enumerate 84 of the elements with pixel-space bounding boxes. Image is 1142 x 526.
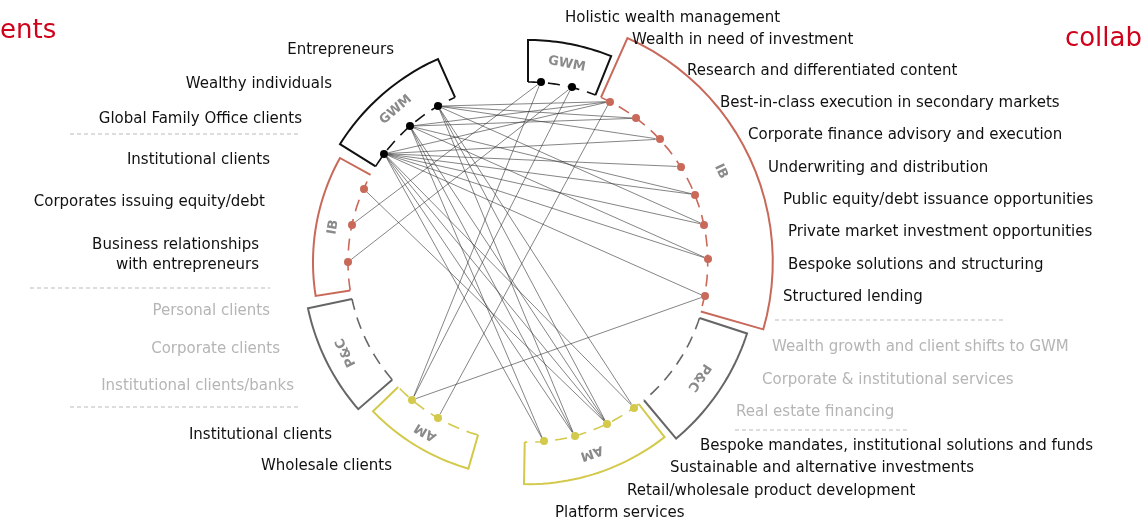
- item-label: Institutional clients: [188, 425, 332, 445]
- node-dot: [539, 437, 548, 446]
- item-label: Bespoke mandates, institutional solutions and funds: [700, 436, 1094, 456]
- connector-line: [387, 102, 607, 154]
- connector-line: [441, 107, 701, 224]
- connector-line: [387, 153, 677, 167]
- note-text: Wealth growth and client shifts to GWM: [772, 337, 1069, 357]
- node-dot: [434, 413, 442, 422]
- connector-line: [386, 156, 632, 406]
- connector-line: [413, 126, 692, 194]
- connector-line: [354, 84, 538, 223]
- item-label: Wealthy individuals: [185, 74, 332, 94]
- node-dot: [567, 83, 576, 92]
- node-dot: [380, 149, 389, 158]
- item-label: Institutional clients: [126, 150, 270, 170]
- connector-line: [411, 129, 573, 433]
- item-label: Platform services: [555, 503, 685, 523]
- item-label: Wealth in need of investment: [632, 30, 854, 50]
- note-text: Corporate & institutional services: [762, 370, 1014, 390]
- connector-line: [387, 154, 701, 224]
- connector-line: [386, 156, 573, 433]
- connector-line: [413, 90, 571, 397]
- note-text: Real estate financing: [736, 402, 895, 422]
- item-label: Bespoke solutions and structuring: [788, 255, 1044, 275]
- segment-label: GWM: [546, 51, 587, 74]
- connector-line: [439, 109, 574, 433]
- node-dot: [690, 190, 699, 199]
- note-text: Corporate clients: [151, 339, 280, 359]
- node-dot: [408, 395, 417, 404]
- node-dot: [655, 135, 664, 144]
- connector-line: [387, 155, 702, 296]
- connector-line: [411, 129, 605, 421]
- item-label: Underwriting and distribution: [768, 158, 989, 178]
- connector-line: [386, 156, 605, 421]
- node-dot: [703, 254, 712, 263]
- node-dot: [536, 78, 545, 87]
- item-label: Public equity/debt issuance opportunities: [783, 190, 1094, 210]
- connector-line: [413, 85, 540, 397]
- segment-label: AM: [411, 420, 439, 446]
- connector-line: [441, 106, 656, 139]
- connector-line: [387, 154, 705, 258]
- heading-fragment: ents: [0, 13, 57, 47]
- connector-line: [385, 156, 543, 439]
- node-dot: [347, 220, 356, 229]
- item-label: Research and differentiated content: [687, 61, 958, 81]
- item-label: Global Family Office clients: [98, 109, 302, 129]
- node-dot: [605, 97, 614, 106]
- connector-line: [413, 127, 705, 258]
- node-dot: [632, 114, 641, 123]
- node-dot: [405, 122, 414, 131]
- segment-label: IB: [712, 161, 733, 182]
- node-dot: [434, 102, 442, 111]
- item-label: Corporate finance advisory and execution: [748, 125, 1063, 145]
- note-text: Personal clients: [152, 301, 270, 321]
- connector-line: [366, 191, 605, 422]
- item-label: Business relationships with entrepreneurs: [91, 234, 259, 274]
- item-label: Holistic wealth management: [565, 8, 781, 28]
- connector-line: [441, 101, 606, 107]
- node-dot: [570, 431, 579, 440]
- item-label: Corporates issuing equity/debt: [33, 192, 265, 212]
- node-dot: [344, 258, 352, 266]
- item-label: Sustainable and alternative investments: [670, 458, 974, 478]
- segment-label: AM: [579, 443, 606, 466]
- segment-label: IB: [322, 218, 341, 236]
- segment-label: P&C: [331, 336, 359, 371]
- item-label: Structured lending: [783, 287, 923, 307]
- heading-fragment: collab: [1064, 21, 1142, 55]
- connector-line: [350, 89, 569, 260]
- connector-line: [415, 297, 702, 399]
- node-dot: [700, 220, 709, 229]
- item-label: Retail/wholesale product development: [627, 481, 916, 501]
- item-label: Wholesale clients: [260, 456, 392, 476]
- node-dot: [676, 162, 685, 171]
- node-dot: [602, 419, 611, 428]
- node-dot: [629, 403, 638, 412]
- connector-line: [413, 118, 633, 127]
- note-text: Institutional clients/banks: [101, 376, 294, 396]
- connector-line: [411, 129, 543, 438]
- node-dot: [700, 292, 709, 301]
- item-label: Best-in-class execution in secondary markets: [720, 93, 1060, 113]
- item-label: Private market investment opportunities: [788, 222, 1093, 242]
- item-label: Entrepreneurs: [287, 40, 394, 60]
- node-dot: [359, 184, 368, 193]
- connector-line: [439, 109, 632, 405]
